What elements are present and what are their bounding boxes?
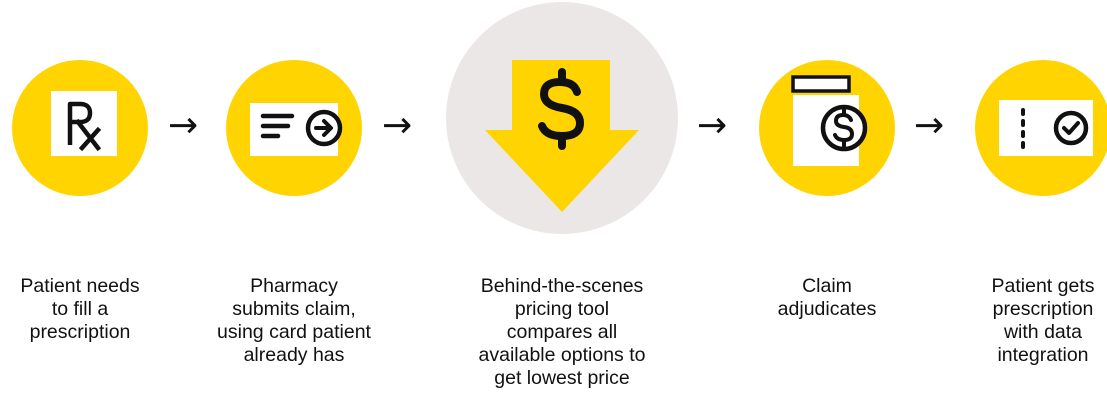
- pill-bottle-dollar-icon: [791, 75, 868, 166]
- dollar-down-arrow-icon: [485, 60, 639, 212]
- flow-arrow-4: →: [914, 105, 945, 146]
- prescription-rx-icon: [51, 91, 117, 156]
- submit-claim-icon: [250, 103, 343, 156]
- flow-arrow-2: →: [382, 105, 413, 146]
- flow-arrow-1: →: [168, 105, 199, 146]
- ticket-check-icon: [999, 100, 1093, 156]
- flow-arrow-3: →: [697, 105, 728, 146]
